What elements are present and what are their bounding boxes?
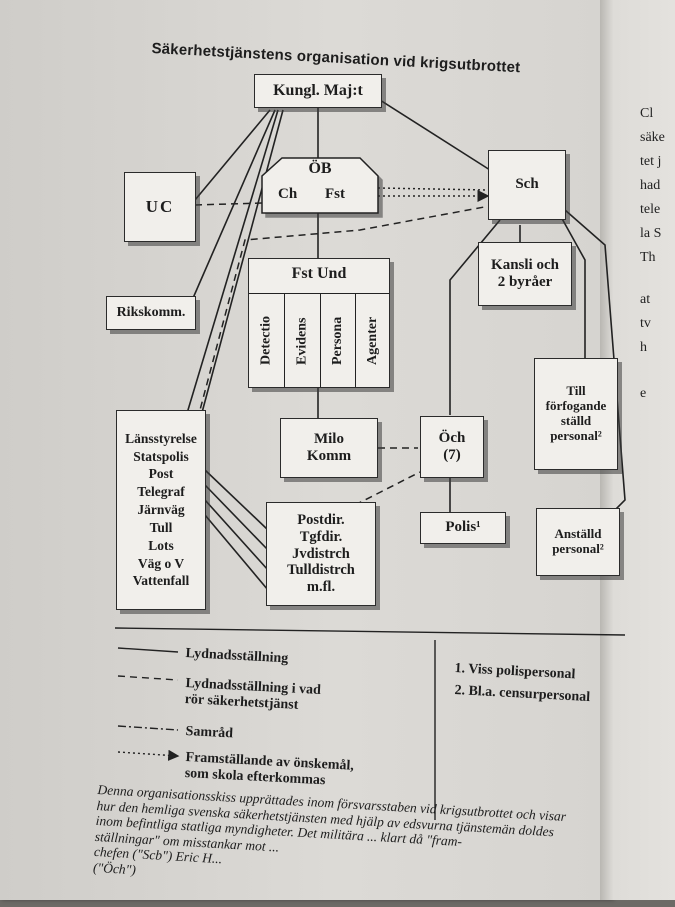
fst-und-div-1: [284, 293, 285, 387]
legend-solid-sample: [117, 647, 179, 653]
fst-und-col-agenter: Agenter: [364, 316, 380, 366]
side-text-line: had: [640, 178, 661, 193]
line-kungl-lansstyrelse-a: [184, 109, 279, 421]
box-sch: Sch: [488, 150, 566, 220]
legend-dashdot-label: Samråd: [185, 724, 234, 742]
box-postdir: Postdir. Tgfdir. Jvdistrch Tulldistrch m…: [266, 502, 376, 606]
side-text-line: la S: [640, 226, 662, 241]
ob-box: [261, 157, 379, 214]
fst-und-title: Fst Und: [291, 265, 347, 282]
line-lan-postdir-1: [204, 469, 269, 531]
line-kungl-rikskomm: [189, 109, 276, 306]
ob-fst-label: Fst: [325, 186, 345, 202]
side-text-line: tv: [640, 316, 651, 331]
fst-und-col-evidens: Evidens: [294, 317, 310, 365]
legend-dotted-sample: [117, 749, 180, 761]
legend-dashdot-sample: [117, 725, 179, 731]
fst-und-rule: [249, 293, 389, 294]
box-rikskomm: Rikskomm.: [106, 296, 196, 330]
side-text-line: e: [640, 386, 647, 401]
dashed-uc-ob: [194, 202, 263, 206]
dashed-sch-lan: [199, 204, 496, 411]
dashed-postdir-och: [354, 471, 421, 506]
line-kungl-sch: [379, 99, 491, 171]
box-milo-komm: Milo Komm: [280, 418, 378, 478]
side-text-line: h: [640, 340, 647, 355]
line-lan-postdir-2: [204, 484, 269, 551]
fst-und-col-persona: Persona: [329, 316, 345, 366]
ob-label: ÖB: [308, 160, 332, 177]
legend-top-rule: [114, 627, 626, 636]
fst-und-div-2: [320, 293, 321, 387]
box-uc: UC: [124, 172, 196, 242]
fst-und-div-3: [355, 293, 356, 387]
line-kungl-uc: [194, 109, 271, 201]
box-anstalld: Anställd personal²: [536, 508, 620, 576]
line-kungl-lansstyrelse-b: [199, 109, 284, 421]
side-text-line: at: [640, 292, 651, 307]
side-text-line: Cl: [640, 106, 654, 121]
line-sch-till: [559, 214, 586, 360]
box-till-forfogande: Till förfogande ställd personal²: [534, 358, 618, 470]
box-fst-und: Fst Und Detectio Evidens Persona Agenter: [248, 258, 390, 388]
side-text-line: Th: [640, 250, 656, 265]
ob-ch-label: Ch: [278, 186, 298, 202]
box-kungl-maj: Kungl. Maj:t: [254, 74, 382, 108]
box-polis: Polis¹: [420, 512, 506, 544]
box-lansstyrelse: Länsstyrelse Statspolis Post Telegraf Jä…: [116, 410, 206, 610]
dotted-ob-sch-2: [377, 187, 489, 191]
side-text-line: tele: [640, 202, 661, 217]
side-text-line: tet j: [640, 154, 662, 169]
line-lan-postdir-4: [204, 514, 269, 591]
box-kansli: Kansli och 2 byråer: [478, 242, 572, 306]
box-och: Öch (7): [420, 416, 484, 478]
side-text-line: säke: [640, 130, 665, 145]
legend-dashed-sample: [117, 675, 179, 681]
line-lan-postdir-3: [204, 499, 269, 571]
fst-und-col-detectio: Detectio: [258, 316, 274, 366]
line-sch-och: [449, 219, 501, 415]
